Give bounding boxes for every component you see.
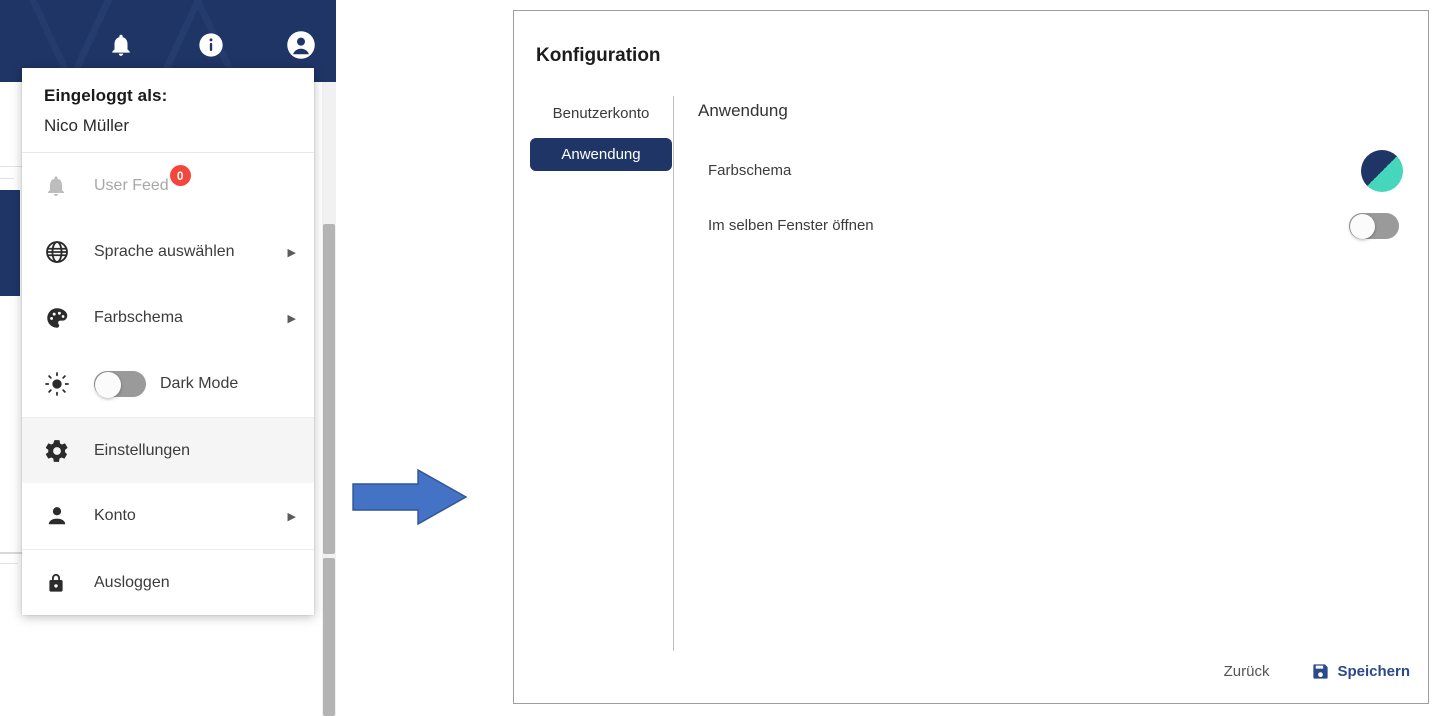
user-name: Nico Müller: [44, 116, 130, 135]
setting-label: Im selben Fenster öffnen: [708, 217, 874, 234]
color-scheme-swatch[interactable]: [1361, 149, 1403, 192]
background-page-line: [0, 166, 22, 167]
account-circle-icon[interactable]: [284, 28, 318, 62]
lock-icon: [44, 571, 78, 595]
dialog-tab-list: Benutzerkonto Anwendung: [530, 97, 672, 179]
menu-item-einstellungen[interactable]: Einstellungen: [22, 417, 314, 483]
palette-icon: [44, 305, 78, 331]
menu-item-label: Einstellungen: [94, 441, 191, 459]
user-feed-badge: 0: [169, 165, 191, 186]
tab-benutzerkonto[interactable]: Benutzerkonto: [552, 105, 650, 122]
menu-item-label: Konto: [94, 507, 136, 524]
dialog-vertical-divider: [673, 96, 674, 651]
section-title: Anwendung: [698, 101, 788, 120]
person-icon: [44, 503, 78, 529]
setting-row-im-selben-fenster-oeffnen: Im selben Fenster öffnen: [708, 198, 1408, 253]
background-page-line: [0, 178, 14, 179]
save-floppy-icon: [1311, 662, 1330, 681]
right-arrow: [352, 468, 468, 526]
background-page-line: [0, 563, 18, 564]
background-page-strip: [0, 190, 20, 296]
menu-item-label: Sprache auswählen: [94, 243, 235, 260]
notifications-bell-icon[interactable]: [104, 28, 138, 62]
header-icon-group: [104, 28, 318, 62]
chevron-right-icon: ▶: [287, 246, 296, 259]
left-panel-scrollbar-thumb[interactable]: [323, 224, 335, 554]
back-button[interactable]: Zurück: [1223, 663, 1270, 680]
menu-item-farbschema[interactable]: Farbschema ▶: [22, 285, 314, 351]
logged-in-label: Eingeloggt als:: [44, 86, 168, 105]
dialog-footer: Zurück Speichern: [1224, 662, 1410, 681]
same-window-toggle[interactable]: [1349, 212, 1399, 239]
background-page-line: [0, 552, 22, 554]
menu-item-text: User Feed: [94, 177, 169, 194]
chevron-right-icon: ▶: [287, 510, 296, 523]
brightness-sun-icon: [44, 371, 78, 397]
menu-item-label: Ausloggen: [94, 573, 170, 591]
save-button-label: Speichern: [1337, 663, 1410, 680]
configuration-dialog: Konfiguration Benutzerkonto Anwendung An…: [513, 10, 1429, 704]
tab-anwendung[interactable]: Anwendung: [530, 138, 672, 171]
menu-item-dark-mode[interactable]: Dark Mode: [22, 351, 314, 417]
left-panel-scrollbar-thumb-lower[interactable]: [323, 558, 335, 716]
menu-item-label: Farbschema: [94, 309, 183, 326]
setting-row-farbschema: Farbschema: [708, 143, 1408, 198]
menu-item-ausloggen[interactable]: Ausloggen: [22, 549, 314, 615]
gear-icon: [44, 438, 78, 464]
globe-icon: [44, 239, 78, 265]
save-button[interactable]: Speichern: [1311, 662, 1410, 681]
bell-icon: [44, 174, 78, 198]
menu-item-konto[interactable]: Konto ▶: [22, 483, 314, 549]
info-icon[interactable]: [194, 28, 228, 62]
dropdown-user-block: Eingeloggt als: Nico Müller: [22, 68, 314, 153]
setting-label: Farbschema: [708, 162, 792, 179]
menu-item-label: Dark Mode: [160, 375, 239, 392]
dark-mode-toggle[interactable]: [94, 371, 146, 398]
menu-item-sprache-auswaehlen[interactable]: Sprache auswählen ▶: [22, 219, 314, 285]
toggle-knob: [95, 372, 121, 398]
app-header: [0, 0, 336, 82]
toggle-knob: [1350, 213, 1375, 239]
chevron-right-icon: ▶: [287, 312, 296, 325]
left-panel-scrollbar[interactable]: [322, 82, 336, 716]
settings-row-list: Farbschema Im selben Fenster öffnen: [708, 143, 1408, 253]
dialog-title: Konfiguration: [536, 45, 661, 66]
